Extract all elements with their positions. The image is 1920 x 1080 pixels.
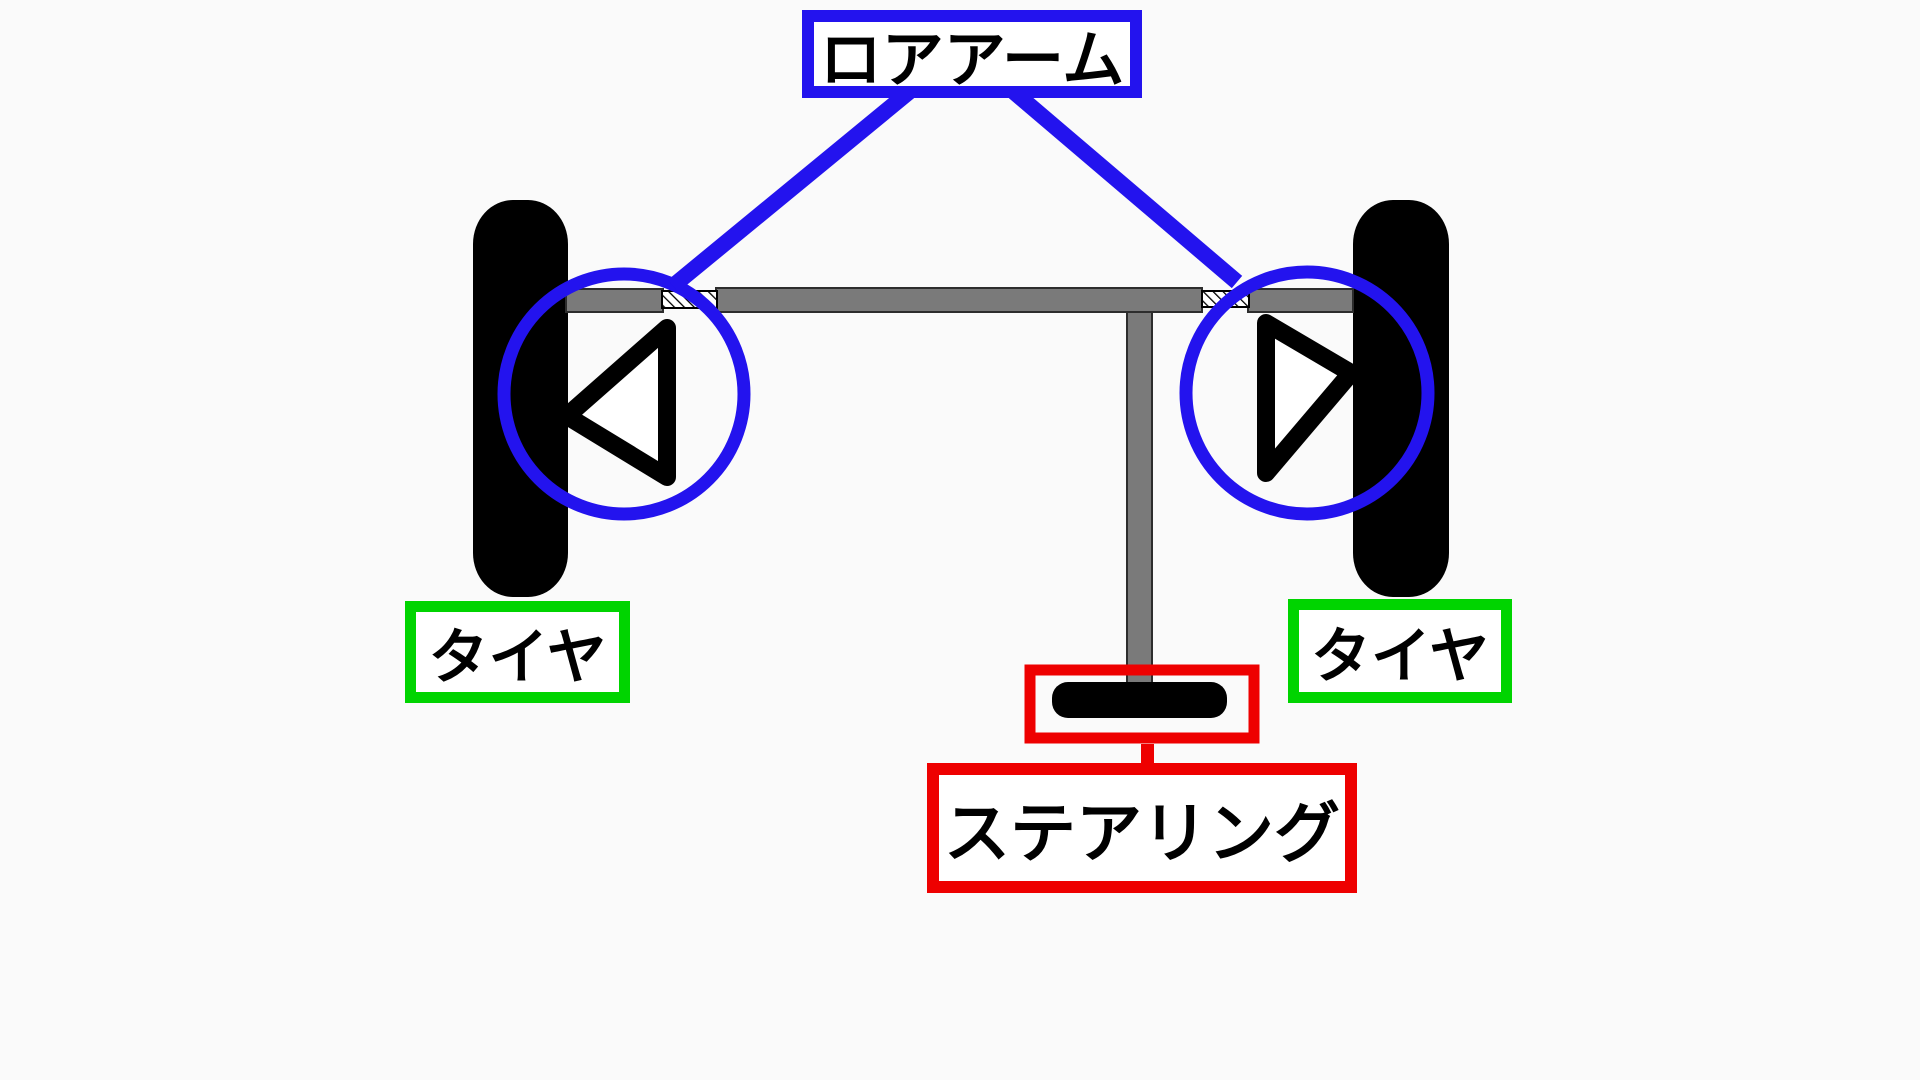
knuckle-triangle-left [558, 319, 676, 486]
tie-rod-right [1247, 288, 1354, 313]
steering-highlight-box [1024, 664, 1260, 744]
steering-pointer-line [1141, 744, 1154, 765]
lower-arm-label: ロアアーム [802, 10, 1142, 98]
steering-rack-bar [715, 287, 1203, 313]
lower-arm-highlight-circle-left [497, 267, 751, 521]
lower-arm-pointer-line-left [667, 85, 915, 293]
lower-arm-highlight-circle-right [1179, 265, 1435, 521]
steering-column-bar [1126, 311, 1153, 703]
steering-label: ステアリング [927, 763, 1357, 893]
lower-arm-label-text: ロアアーム [819, 26, 1125, 95]
lower-arm-pointer-line-right [1008, 85, 1243, 289]
tie-rod-left [565, 288, 664, 313]
tire-label-left-text: タイヤ [428, 623, 607, 691]
knuckle-triangle-right [1257, 314, 1360, 482]
tire-left-shape [473, 200, 568, 597]
tire-label-right-text: タイヤ [1310, 622, 1490, 690]
steering-label-text: ステアリング [944, 796, 1340, 870]
tire-label-left: タイヤ [405, 601, 630, 703]
tire-label-right: タイヤ [1288, 599, 1512, 703]
tire-right-shape [1353, 200, 1449, 597]
steering-wheel-shape [1052, 682, 1227, 718]
